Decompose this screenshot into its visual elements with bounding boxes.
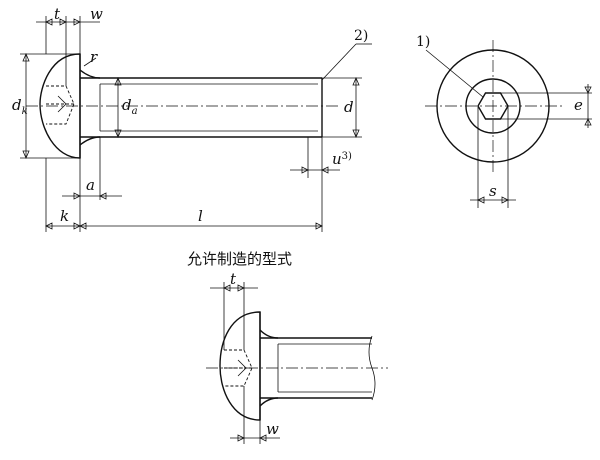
note-2: 2)	[354, 28, 368, 44]
end-view: 1) e s	[416, 34, 592, 208]
side-view: t w r 2) dk da d u3)	[12, 5, 372, 232]
label-dk: dk	[12, 96, 28, 117]
label-t: t	[54, 5, 61, 23]
label-l: l	[198, 207, 203, 225]
bottom-label-w: w	[266, 420, 279, 438]
caption: 允许制造的型式	[187, 250, 292, 268]
label-s: s	[489, 182, 497, 200]
screw-head	[39, 53, 81, 159]
label-a: a	[86, 176, 95, 194]
label-r: r	[90, 48, 98, 66]
label-e: e	[574, 96, 583, 114]
label-w: w	[90, 5, 103, 23]
bottom-label-t: t	[230, 270, 237, 288]
label-k: k	[60, 207, 69, 225]
label-u: u3)	[332, 150, 352, 168]
label-d: d	[344, 98, 354, 116]
note-1: 1)	[416, 34, 430, 50]
alt-form-view: t w	[206, 270, 388, 444]
label-da: da	[122, 96, 138, 117]
hex-socket-hidden	[46, 85, 75, 125]
